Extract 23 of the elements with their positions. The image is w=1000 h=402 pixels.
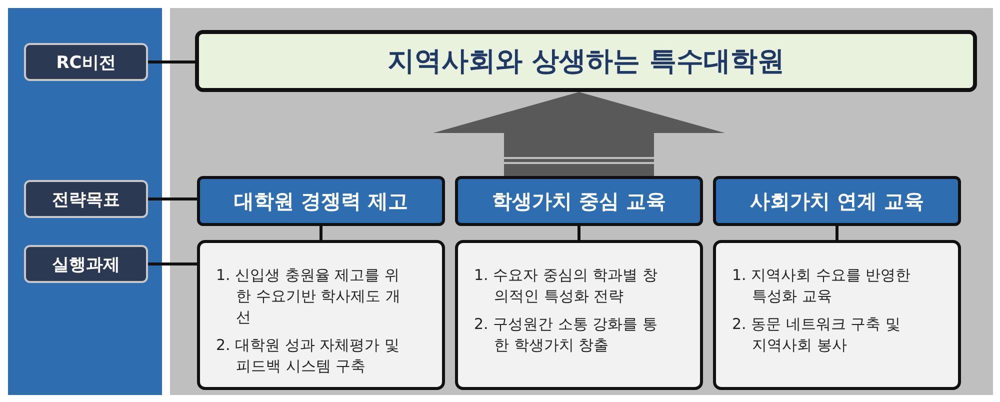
goal-box: 대학원 경쟁력 제고	[197, 176, 445, 226]
task-box	[197, 240, 445, 390]
connector-line	[148, 262, 197, 266]
connector-line	[836, 226, 838, 240]
connector-line	[148, 198, 197, 200]
connector-line	[320, 226, 322, 240]
task-item: 2. 동문 네트워크 구축 및 지역사회 봉사	[732, 314, 902, 356]
connector-line	[148, 60, 195, 64]
task-item: 1. 지역사회 수요를 반영한 특성화 교육	[732, 265, 912, 307]
goal-box: 사회가치 연계 교육	[713, 176, 961, 226]
task-item: 2. 구성원간 소통 강화를 통한 학생가치 창출	[474, 314, 658, 356]
category-label: 실행과제	[24, 245, 148, 283]
goal-box: 학생가치 중심 교육	[455, 176, 703, 226]
task-item: 1. 수요자 중심의 학과별 창의적인 특성화 전략	[474, 265, 658, 307]
category-label: 전략목표	[24, 180, 148, 218]
connector-line	[578, 226, 580, 240]
task-box	[455, 240, 703, 390]
category-label: RC비전	[24, 43, 148, 81]
vision-box: 지역사회와 상생하는 특수대학원	[195, 30, 977, 92]
task-item: 2. 대학원 성과 자체평가 및 피드백 시스템 구축	[216, 335, 400, 377]
block-arrow	[433, 92, 725, 176]
task-item: 1. 신입생 충원율 제고를 위한 수요기반 학사제도 개선	[216, 265, 402, 328]
task-box	[713, 240, 961, 390]
